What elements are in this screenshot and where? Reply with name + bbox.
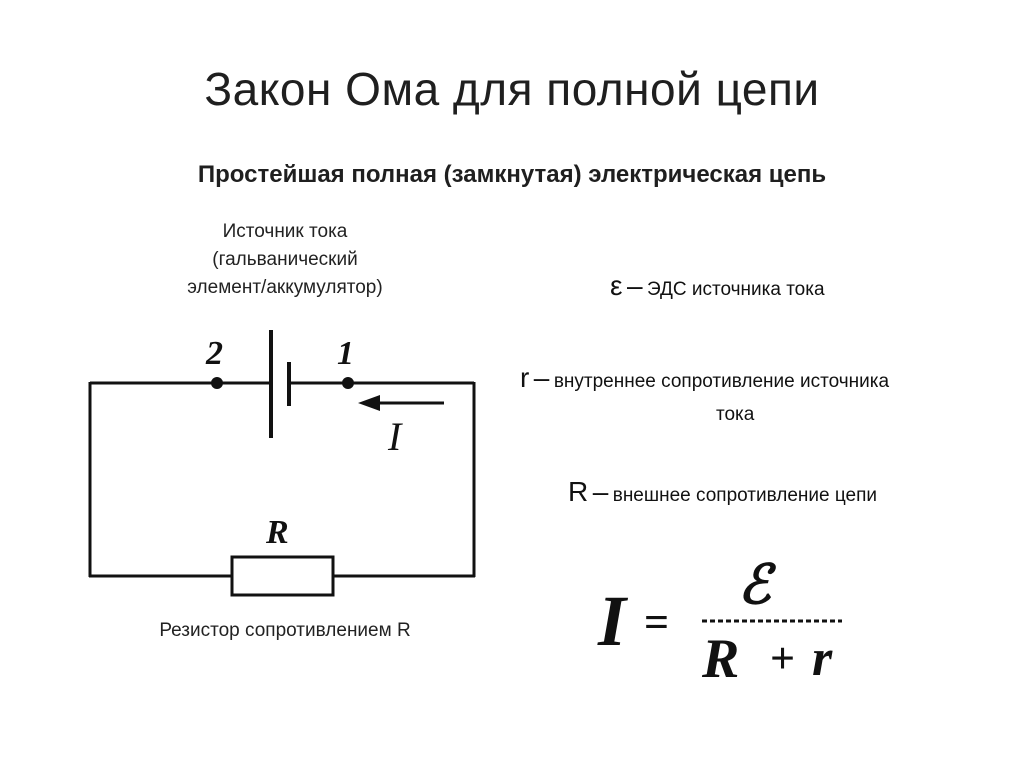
source-label-line-2: (гальванический	[212, 249, 358, 270]
formula-lhs: I	[597, 581, 629, 661]
formula-equals: =	[644, 598, 669, 647]
node-2-label: 2	[205, 335, 223, 372]
legend-internal-resistance: r – внутреннее сопротивление источника	[520, 362, 889, 394]
internal-resistance-description-cont: тока	[716, 404, 755, 425]
resistor-symbol: R	[265, 514, 289, 551]
internal-resistance-dash: –	[533, 362, 550, 393]
formula-numerator: ℰ	[738, 552, 777, 616]
current-label: I	[387, 414, 403, 459]
node-2-dot	[211, 377, 223, 389]
legend-external-resistance: R – внешнее сопротивление цепи	[568, 476, 877, 508]
source-label-line-3: элемент/аккумулятор)	[187, 277, 383, 298]
emf-symbol: ε	[610, 270, 623, 301]
external-resistance-description: внешнее сопротивление цепи	[612, 485, 878, 506]
slide-subtitle: Простейшая полная (замкнутая) электричес…	[197, 161, 827, 188]
source-label: Источник тока (гальванический элемент/ак…	[140, 218, 430, 302]
emf-dash: –	[626, 270, 643, 301]
formula-plus: +	[770, 634, 795, 683]
node-1-dot	[342, 377, 354, 389]
node-1-label: 1	[337, 335, 354, 372]
formula-denominator-R: R	[701, 628, 739, 690]
resistor-label: Резистор сопротивлением R	[159, 620, 411, 641]
formula-denominator-r: r	[812, 630, 833, 687]
legend-emf: ε – ЭДС источника тока	[610, 270, 825, 302]
external-resistance-dash: –	[592, 476, 609, 507]
internal-resistance-description: внутреннее сопротивление источника	[553, 371, 890, 392]
emf-description: ЭДС источника тока	[646, 279, 825, 300]
internal-resistance-symbol: r	[520, 362, 530, 393]
external-resistance-symbol: R	[568, 476, 589, 507]
ohm-law-formula: I = ℰ R + r	[597, 552, 842, 690]
resistor-body	[230, 555, 335, 597]
current-arrow-head	[358, 395, 380, 411]
source-label-line-1: Источник тока	[222, 221, 348, 242]
slide-title: Закон Ома для полной цепи	[204, 63, 820, 115]
